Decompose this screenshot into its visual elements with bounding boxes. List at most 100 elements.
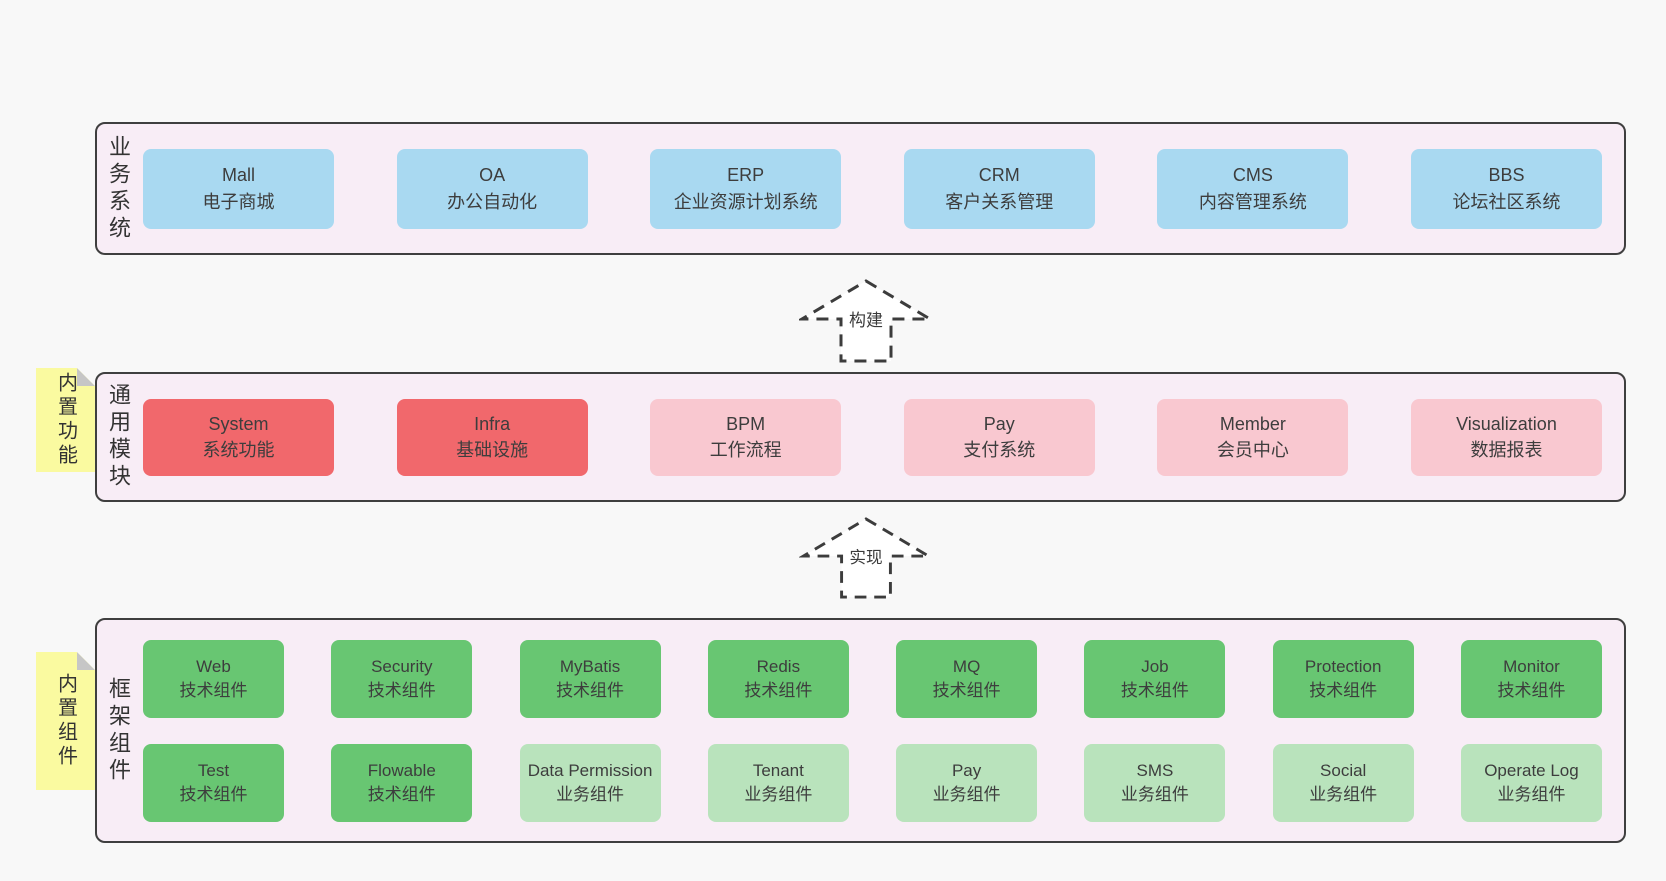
module-subtitle: 业务组件 xyxy=(1497,784,1566,804)
module-title: OA xyxy=(479,165,506,186)
module-box-test: Test 技术组件 xyxy=(143,743,284,822)
module-subtitle: 企业资源计划系统 xyxy=(673,191,818,212)
module-subtitle: 业务组件 xyxy=(1309,784,1378,804)
module-subtitle: 业务组件 xyxy=(744,784,813,804)
module-title: Tenant xyxy=(752,760,804,780)
module-box-erp: ERP 企业资源计划系统 xyxy=(650,148,842,229)
module-box-protection: Protection 技术组件 xyxy=(1272,639,1414,718)
module-subtitle: 技术组件 xyxy=(179,784,248,804)
module-box-pay: Pay 支付系统 xyxy=(903,398,1095,476)
module-subtitle: 论坛社区系统 xyxy=(1452,191,1561,212)
module-title: Protection xyxy=(1304,656,1382,676)
module-title: Visualization xyxy=(1456,413,1557,434)
module-subtitle: 技术组件 xyxy=(179,680,248,700)
sticky-note-label: 内置功能 xyxy=(54,372,77,468)
module-box-oa: OA 办公自动化 xyxy=(396,148,588,229)
module-title: Redis xyxy=(756,656,801,676)
module-subtitle: 支付系统 xyxy=(963,440,1036,460)
module-box-security: Security 技术组件 xyxy=(331,639,473,718)
module-title: Web xyxy=(196,656,231,676)
module-box-social: Social 业务组件 xyxy=(1272,743,1414,822)
module-subtitle: 数据报表 xyxy=(1470,440,1543,460)
module-title: MyBatis xyxy=(559,656,621,676)
module-box-job: Job 技术组件 xyxy=(1084,639,1226,718)
module-subtitle: 技术组件 xyxy=(1309,680,1378,700)
module-title: MQ xyxy=(952,656,981,676)
module-box-redis: Redis 技术组件 xyxy=(707,639,849,718)
module-subtitle: 技术组件 xyxy=(744,680,813,700)
module-box-visualization: Visualization 数据报表 xyxy=(1410,398,1602,476)
module-subtitle: 技术组件 xyxy=(1120,680,1189,700)
implement-arrow-label: 实现 xyxy=(849,548,882,567)
band-label-business-systems: 业务系统 xyxy=(106,134,131,243)
module-subtitle: 基础设施 xyxy=(456,440,529,460)
module-subtitle: 办公自动化 xyxy=(447,191,538,212)
module-subtitle: 内容管理系统 xyxy=(1198,191,1307,212)
module-box-mybatis: MyBatis 技术组件 xyxy=(519,639,661,718)
module-title: SMS xyxy=(1136,760,1174,780)
module-box-infra: Infra 基础设施 xyxy=(396,398,588,476)
module-box-cms: CMS 内容管理系统 xyxy=(1157,148,1349,229)
module-box-monitor: Monitor 技术组件 xyxy=(1460,639,1602,718)
band-label-framework-components: 框架组件 xyxy=(106,676,131,785)
module-subtitle: 工作流程 xyxy=(709,440,782,460)
module-box-bpm: BPM 工作流程 xyxy=(650,398,842,476)
module-title: Flowable xyxy=(367,760,436,780)
module-title: Monitor xyxy=(1503,656,1560,676)
module-subtitle: 电子商城 xyxy=(202,191,275,212)
module-title: Test xyxy=(197,760,230,780)
build-arrow-label: 构建 xyxy=(849,311,883,330)
module-subtitle: 会员中心 xyxy=(1216,440,1289,460)
module-box-web: Web 技术组件 xyxy=(143,639,284,718)
module-box-operate-log: Operate Log 业务组件 xyxy=(1460,743,1602,822)
module-box-pay: Pay 业务组件 xyxy=(896,743,1038,822)
module-title: Data Permission xyxy=(527,760,653,780)
module-box-flowable: Flowable 技术组件 xyxy=(331,743,473,822)
module-subtitle: 技术组件 xyxy=(367,784,436,804)
module-title: Security xyxy=(371,656,433,676)
module-title: Mall xyxy=(221,165,255,186)
sticky-note-built-in-components: 内置组件 xyxy=(36,652,95,790)
module-title: CMS xyxy=(1232,165,1273,186)
module-title: Pay xyxy=(951,760,982,780)
module-title: BBS xyxy=(1488,165,1525,186)
up-arrow-icon: 实现 xyxy=(799,517,933,599)
module-box-bbs: BBS 论坛社区系统 xyxy=(1410,148,1602,229)
module-subtitle: 技术组件 xyxy=(1497,680,1566,700)
build-arrow: 构建 xyxy=(799,278,933,364)
module-title: Pay xyxy=(983,413,1015,434)
module-subtitle: 业务组件 xyxy=(932,784,1001,804)
module-title: Job xyxy=(1141,656,1169,676)
module-title: ERP xyxy=(727,165,765,186)
band-label-common-modules: 通用模块 xyxy=(106,383,131,491)
module-title: System xyxy=(208,413,269,434)
module-box-member: Member 会员中心 xyxy=(1157,398,1349,476)
module-title: Social xyxy=(1320,760,1367,780)
module-box-mall: Mall 电子商城 xyxy=(143,148,334,229)
sticky-note-built-in-features: 内置功能 xyxy=(36,368,95,472)
module-title: Member xyxy=(1219,413,1286,434)
up-arrow-icon: 构建 xyxy=(799,279,933,363)
module-title: Infra xyxy=(474,413,511,434)
module-subtitle: 技术组件 xyxy=(367,680,436,700)
module-subtitle: 技术组件 xyxy=(556,680,625,700)
module-title: Operate Log xyxy=(1484,760,1579,780)
module-subtitle: 客户关系管理 xyxy=(945,191,1054,212)
module-title: BPM xyxy=(726,413,766,434)
